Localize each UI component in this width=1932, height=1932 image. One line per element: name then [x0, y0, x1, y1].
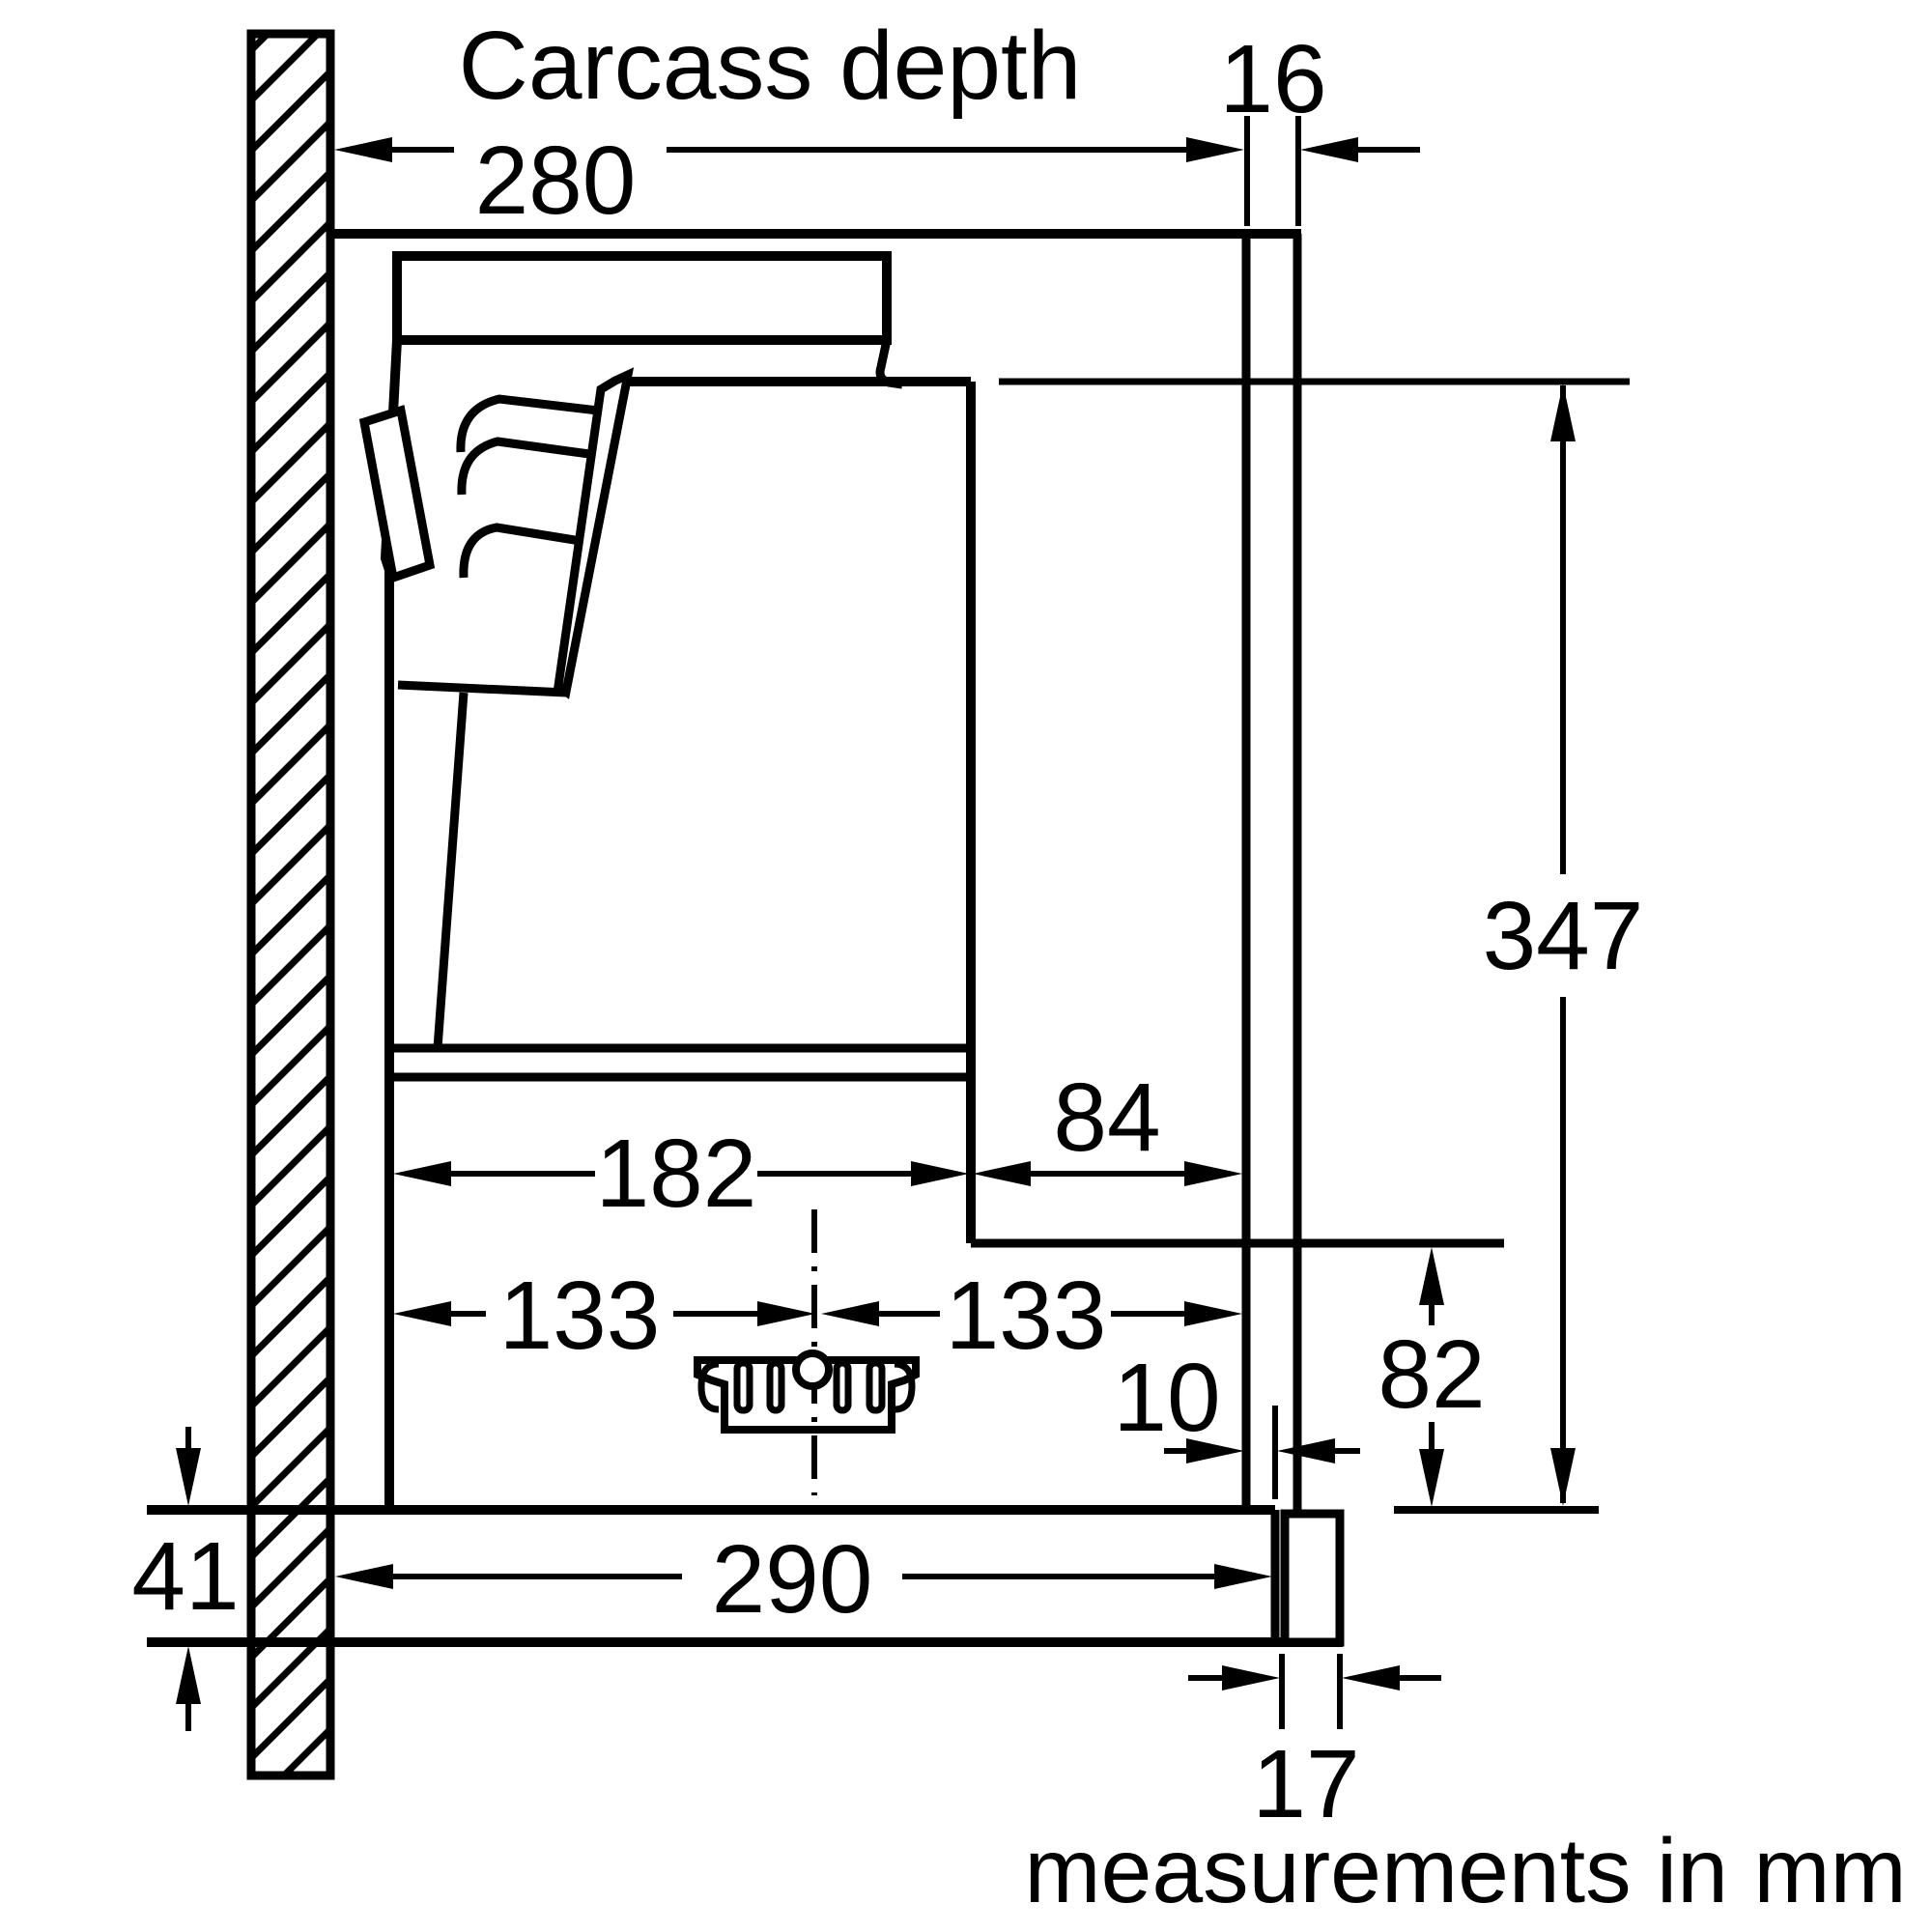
flap-support-arm	[433, 692, 469, 1049]
wall-hatching	[251, 34, 330, 1776]
arrow-left-pointing	[973, 1161, 1031, 1186]
arrow-down	[1550, 1448, 1576, 1506]
hood-body	[380, 251, 1630, 1510]
grease-damper	[694, 1209, 920, 1495]
dim-value-347: 347	[1483, 882, 1644, 990]
dim-center-left-133: 133	[393, 1262, 815, 1370]
arrow-up	[176, 1646, 201, 1704]
dim-value-84: 84	[1053, 1064, 1160, 1172]
flap-louver-1	[456, 394, 599, 453]
dim-value-182: 182	[596, 1120, 757, 1228]
dim-value-10: 10	[1113, 1344, 1220, 1452]
dim-value-290: 290	[712, 1525, 873, 1634]
arrow-left-pointing	[1277, 1438, 1335, 1463]
arrow-left	[334, 137, 392, 162]
carcass-depth-label: Carcass depth	[459, 12, 1082, 120]
dim-value-41: 41	[131, 1522, 239, 1631]
arrow-left-pointing	[1342, 1665, 1400, 1690]
dim-strip-thickness-17: 17	[1188, 1654, 1441, 1838]
arrow-right	[1186, 137, 1244, 162]
carcass-cabinet	[330, 116, 1302, 1510]
dim-value-17: 17	[1252, 1730, 1359, 1838]
flap-front-panel	[554, 367, 635, 699]
arrow-down	[176, 1448, 201, 1506]
front-strip	[1280, 1509, 1345, 1647]
wall-outline	[246, 29, 335, 1780]
wall-section	[246, 29, 335, 1780]
arrow-left	[393, 1301, 451, 1326]
arrow-down	[1419, 1449, 1444, 1507]
arrow-left-pointing	[1300, 137, 1358, 162]
flap-louver-2	[457, 437, 590, 496]
damper-rib-4	[866, 1359, 886, 1414]
dim-shelf-depth-290: 290	[335, 1525, 1272, 1634]
dim-gap-10: 10	[1113, 1344, 1360, 1499]
damper-rib-3	[833, 1359, 852, 1414]
dim-hood-height-347: 347	[1483, 384, 1644, 1506]
dim-clearance-82: 82	[1378, 1247, 1486, 1507]
dim-value-133-right: 133	[946, 1262, 1107, 1370]
arrow-right	[1186, 1438, 1244, 1463]
dim-center-right-133: 133	[821, 1262, 1242, 1370]
flap-bottom-edge	[397, 680, 567, 697]
arrow-left-pointing	[821, 1301, 879, 1326]
damper-rib-2	[766, 1359, 785, 1414]
arrow-right	[1222, 1665, 1280, 1690]
dim-value-280: 280	[475, 127, 637, 235]
arrow-left	[335, 1564, 393, 1589]
dim-value-133-left: 133	[499, 1262, 661, 1370]
dim-value-16: 16	[1219, 25, 1326, 133]
flap-rear-strip	[358, 405, 436, 583]
dim-shelf-thickness-41: 41	[131, 1427, 240, 1731]
hood-mounting-bracket	[392, 251, 892, 345]
arrow-right	[911, 1161, 969, 1186]
arrow-right	[1184, 1161, 1242, 1186]
dim-panel-thickness-16: 16	[1219, 25, 1420, 162]
arrow-left	[393, 1161, 451, 1186]
flap-louver-3	[459, 523, 582, 579]
damper-pivot	[792, 1350, 833, 1390]
damper-rib-1	[733, 1359, 753, 1414]
arrow-right	[1184, 1301, 1242, 1326]
dim-recess-84: 84	[973, 1064, 1242, 1186]
units-note: measurements in mm	[1024, 1820, 1906, 1922]
dim-carcass-depth-280: 280	[334, 127, 1244, 235]
damper-roller-right-end	[894, 1360, 916, 1413]
dim-duct-opening-182: 182	[393, 1120, 969, 1228]
pullout-flap	[358, 367, 635, 1049]
damper-roller-left-end	[697, 1360, 720, 1413]
arrow-up	[1419, 1247, 1444, 1305]
arrow-right	[1214, 1564, 1272, 1589]
shelf-board	[147, 1505, 1599, 1647]
arrow-right	[757, 1301, 815, 1326]
dim-value-82: 82	[1378, 1321, 1485, 1429]
